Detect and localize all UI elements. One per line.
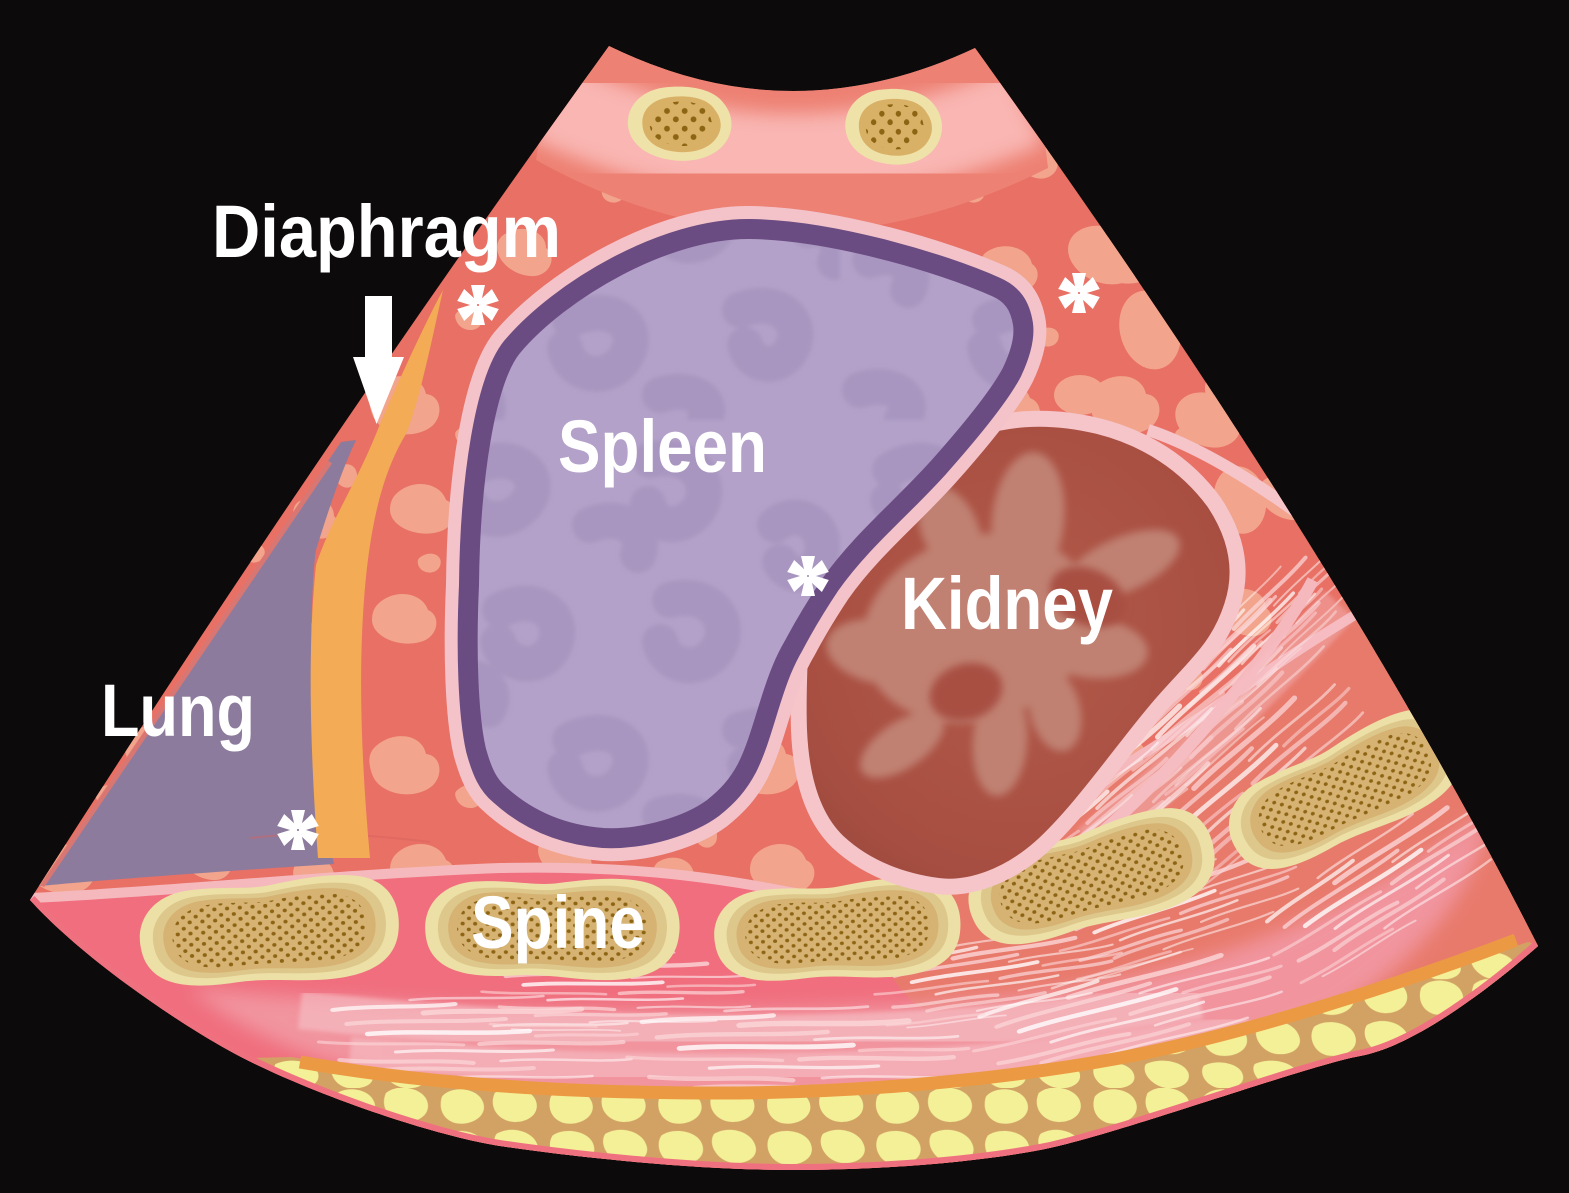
svg-text:Lung: Lung [101,669,255,752]
svg-text:Diaphragm: Diaphragm [212,190,561,273]
svg-text:Spine: Spine [471,881,645,964]
svg-text:Spleen: Spleen [558,405,767,488]
svg-text:Kidney: Kidney [901,562,1113,645]
